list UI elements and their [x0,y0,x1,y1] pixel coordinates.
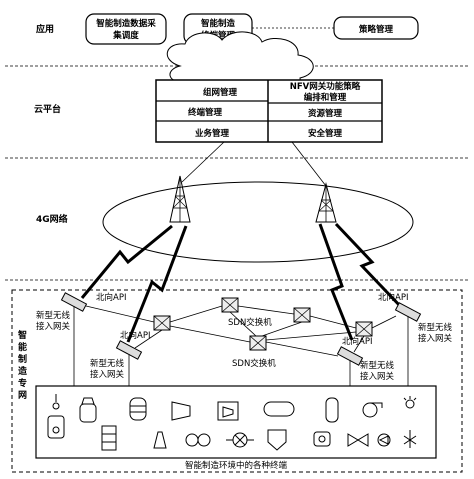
layer-label-4g: 4G网络 [36,213,68,225]
mixer-icon [313,431,331,447]
double-valve-icon [185,433,211,447]
cloud-platform-table [155,79,383,143]
sdn-switch-left-icon [153,315,171,331]
private-network-boundary [11,289,463,473]
layer-label-application: 应用 [36,23,54,35]
agitator-icon [403,430,417,448]
layer-label-private-network: 智 能 制 造 专 网 [18,329,28,401]
gateway-label-4-line2: 接入网关 [418,333,453,344]
cloud-resource-mgmt: 资源管理 [308,108,343,119]
cloud-terminal-mgmt: 终端管理 [187,107,223,118]
network-mesh-links [85,305,397,357]
gateway-label-1-line2: 接入网关 [36,321,71,332]
gateway-label-3-line1: 新型无线 [360,360,395,371]
tank-icon [129,397,147,421]
app-data-collection-line1: 智能制造数据采 [95,18,156,29]
gateway-top-left-icon [60,292,88,312]
wireless-link-3 [318,223,354,341]
terminals-box [35,385,437,459]
reactor-vessel-icon [47,394,65,439]
layer-label-cloud: 云平台 [34,103,61,115]
svg-text:网: 网 [18,390,27,401]
app-terminal-mgmt-line2: 终端管理 [200,30,236,41]
northbound-api-label-3: 北向API [120,330,150,341]
wireless-link-2 [126,225,188,343]
network-4g-ellipse [102,181,414,263]
flask-icon [153,431,167,449]
wireless-link-1 [80,224,173,299]
northbound-api-label-4: 北向API [342,336,372,347]
column-icon [325,397,339,423]
gateway-label-4-line1: 新型无线 [418,322,453,333]
valve-icon [347,433,369,447]
pump-icon [171,401,191,421]
wireless-link-4 [334,222,404,310]
svg-text:智: 智 [18,329,27,341]
app-data-collection-line2: 集调度 [112,30,139,41]
gateway-label-1-line1: 新型无线 [36,310,71,321]
link-cloud-tower-right [291,141,327,187]
app-policy-mgmt-label: 策略管理 [358,24,394,35]
gateway-mid-left-icon [115,340,143,360]
app-terminal-mgmt-line1: 智能制造 [200,18,236,29]
gateway-label-3-line2: 接入网关 [360,371,395,382]
cloud-nfv-policy-line2: 编排和管理 [304,92,347,103]
gas-cylinder-icon [79,397,97,423]
gateway-label-2-line2: 接入网关 [90,369,125,380]
terminals-caption: 智能制造环境中的各种终端 [185,460,288,471]
cell-tower-left-icon [169,175,191,223]
gateway-mid-right-icon [336,346,364,366]
gateway-top-right-icon [394,302,422,322]
heat-exchanger-icon [101,425,117,451]
svg-text:能: 能 [18,341,27,353]
cloud-networking-mgmt: 组网管理 [203,87,238,98]
cloud-nfv-policy-line1: NFV网关功能策略 [290,81,361,92]
sdn-switch-center-icon [249,335,267,351]
app-box-data-collection [85,13,167,45]
cloud-security-mgmt: 安全管理 [308,128,343,139]
storage-drum-icon [263,401,295,417]
sdn-switch-far-right-icon [355,321,373,337]
sdn-switch-top-icon [221,297,239,313]
gateway-label-2-line1: 新型无线 [90,358,125,369]
cell-tower-right-icon [315,182,337,223]
compressor-icon [217,401,239,421]
svg-text:造: 造 [18,365,28,377]
rotary-pump-icon [377,433,391,447]
northbound-api-label-1: 北向API [96,292,126,303]
sdn-switch-label-2: SDN交换机 [232,358,276,369]
svg-text:制: 制 [18,353,27,365]
fan-icon [362,402,383,418]
sdn-switch-label-1: SDN交换机 [228,317,272,328]
sdn-switch-right-icon [293,307,311,323]
motor-icon [226,432,254,448]
link-cloud-tower-left [181,141,225,183]
cloud-service-mgmt: 业务管理 [195,128,230,139]
light-icon [403,396,417,409]
hopper-icon [267,429,287,451]
northbound-api-label-2: 北向API [378,292,408,303]
svg-text:专: 专 [18,377,27,389]
